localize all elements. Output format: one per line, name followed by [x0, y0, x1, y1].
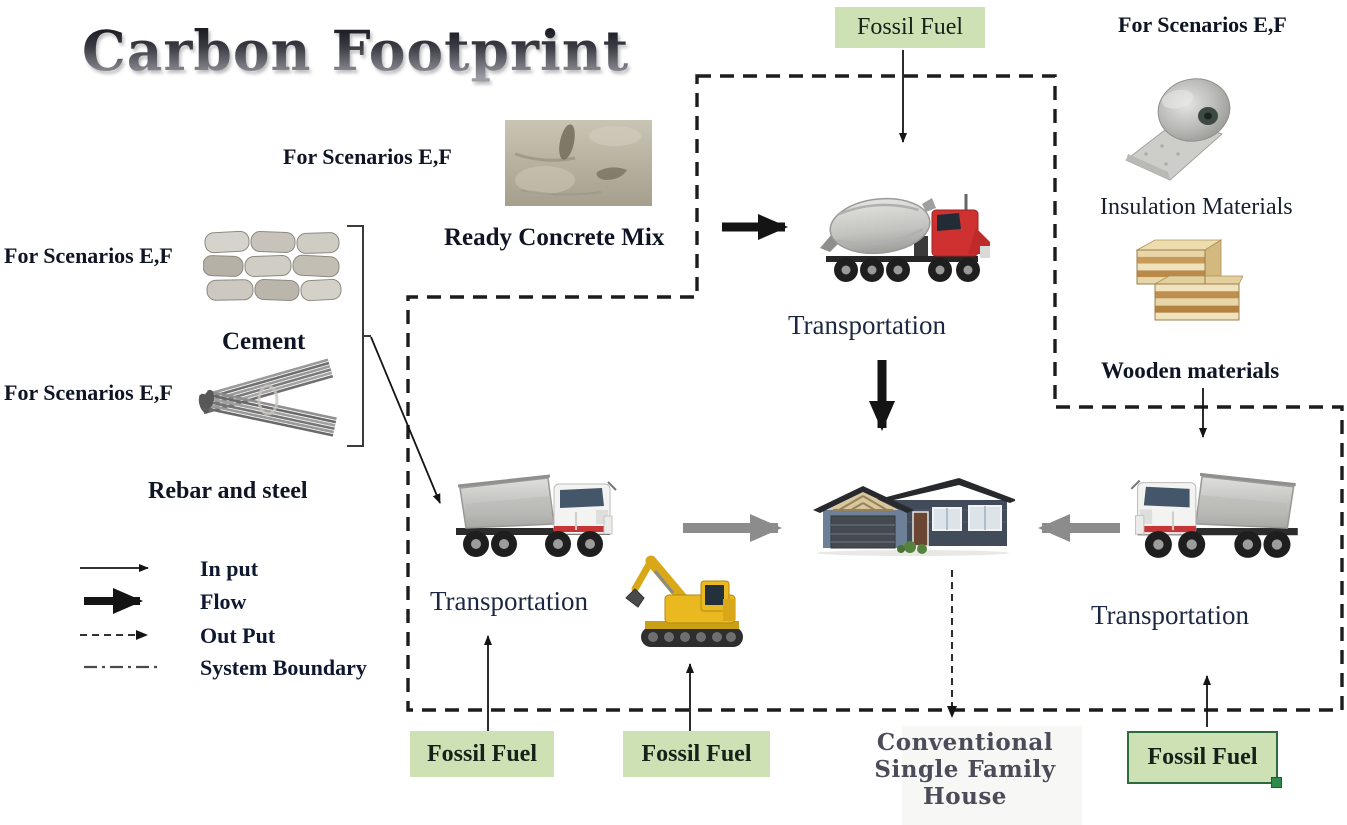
selection-handle	[1271, 777, 1282, 788]
dump-truck-right	[1122, 462, 1304, 560]
concrete-mixer-truck	[820, 194, 990, 282]
fossil-fuel-box-bottom-right-label: Fossil Fuel	[1147, 744, 1258, 770]
fossil-fuel-box-bottom-left: Fossil Fuel	[410, 731, 554, 777]
rebar-steel-photo	[198, 358, 337, 437]
label-ready-concrete-mix: Ready Concrete Mix	[444, 224, 665, 251]
scenario-note-insulation: For Scenarios E,F	[1118, 12, 1287, 37]
scenario-note-rebar: For Scenarios E,F	[4, 380, 173, 405]
label-conventional-single-family-house: Conventional Single Family House	[852, 729, 1078, 810]
wooden-materials-stack	[1135, 239, 1243, 321]
single-family-house	[813, 478, 1015, 556]
output-label-line1: Conventional	[876, 729, 1054, 756]
fossil-fuel-box-bottom-right: Fossil Fuel	[1127, 731, 1282, 788]
materials-group-bracket	[347, 225, 371, 447]
concrete-mix-photo	[505, 120, 652, 206]
label-rebar-and-steel: Rebar and steel	[148, 478, 308, 504]
output-label-line2: Single Family House	[874, 756, 1056, 810]
cement-bags-photo	[203, 230, 342, 302]
output-label-background	[902, 726, 1082, 825]
legend-label-input: In put	[200, 556, 259, 581]
scenario-note-concrete: For Scenarios E,F	[283, 144, 452, 169]
legend-label-output: Out Put	[200, 623, 276, 648]
fossil-fuel-box-top: Fossil Fuel	[835, 7, 985, 48]
legend-label-system-boundary: System Boundary	[200, 655, 367, 680]
dump-truck-left	[450, 464, 625, 559]
label-transportation-wood: Transportation	[1091, 600, 1250, 630]
excavator	[625, 555, 743, 647]
label-transportation-site: Transportation	[430, 586, 589, 616]
scenario-note-cement: For Scenarios E,F	[4, 243, 173, 268]
label-wooden-materials: Wooden materials	[1101, 358, 1280, 383]
diagram-title: Carbon Footprint	[82, 18, 630, 83]
legend-label-flow: Flow	[200, 589, 247, 614]
label-cement: Cement	[222, 328, 306, 355]
input-arrow-materials-to-truck	[370, 336, 441, 504]
fossil-fuel-box-bottom-middle: Fossil Fuel	[623, 731, 770, 777]
label-insulation-materials: Insulation Materials	[1100, 194, 1293, 220]
insulation-roll	[1125, 78, 1231, 181]
label-transportation-concrete: Transportation	[788, 310, 947, 340]
